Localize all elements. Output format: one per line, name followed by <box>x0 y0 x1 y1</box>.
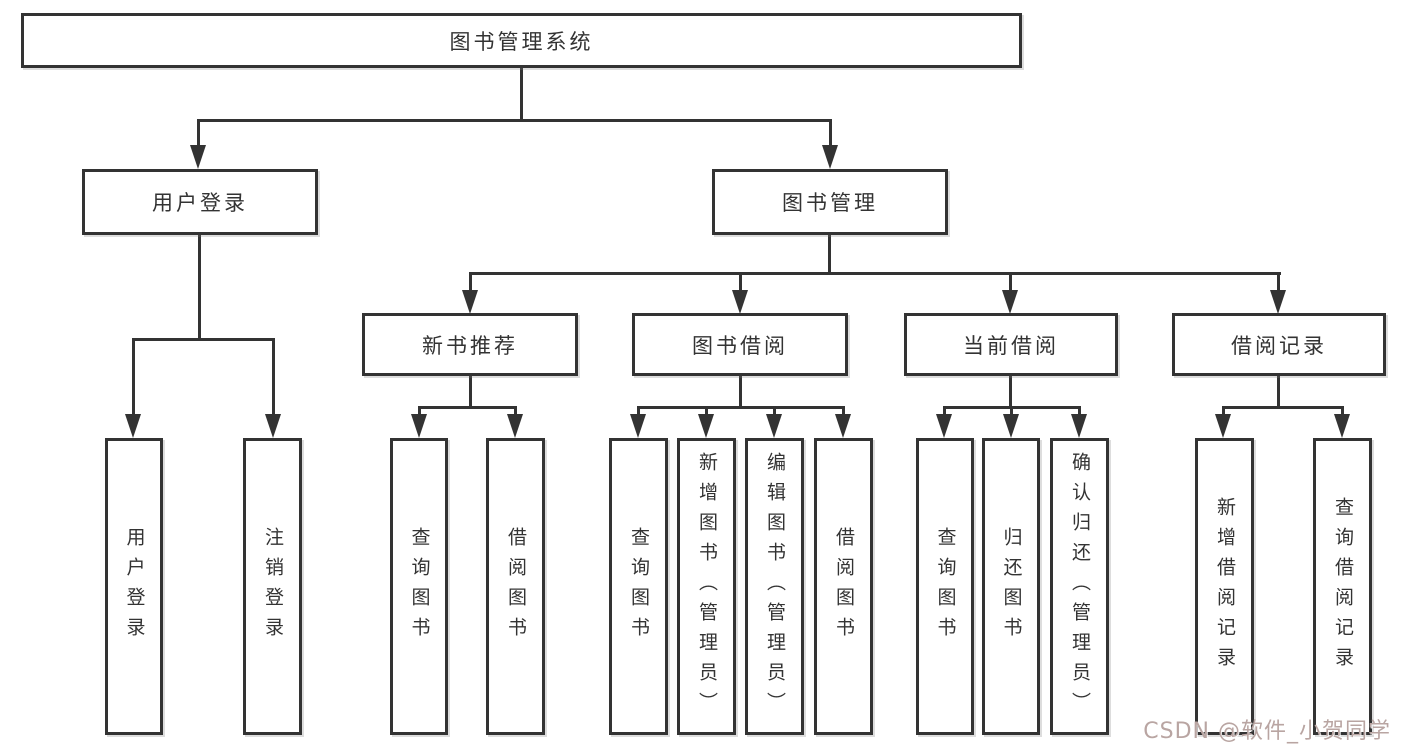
arrow-down-icon <box>411 414 427 438</box>
node-label: 确认归还（管理员） <box>1069 451 1091 722</box>
leaf-query-books-3: 查询图书 <box>916 438 974 735</box>
csdn-watermark: CSDN @软件_小贺同学 <box>1143 719 1391 744</box>
arrow-down-icon <box>766 414 782 438</box>
arrow-down-icon <box>1071 414 1087 438</box>
arrow-stem <box>1078 406 1081 418</box>
leaf-query-borrow-record: 查询借阅记录 <box>1313 438 1372 735</box>
connector-userlogin-hline <box>132 338 274 341</box>
node-label: 查询借阅记录 <box>1332 496 1354 677</box>
node-label: 借阅图书 <box>833 526 855 647</box>
arrow-down-icon <box>1334 414 1350 438</box>
connector-borrow-stem <box>739 376 742 408</box>
node-label: 借阅图书 <box>505 526 527 647</box>
connector-root-stem <box>520 68 523 120</box>
connector-newbook-hline <box>418 406 517 409</box>
node-book-borrowing: 图书借阅 <box>632 313 848 376</box>
leaf-user-login: 用户登录 <box>105 438 163 735</box>
leaf-borrow-books-2: 借阅图书 <box>814 438 873 735</box>
arrow-down-icon <box>265 414 281 438</box>
node-current-borrowing: 当前借阅 <box>904 313 1118 376</box>
node-label: 新书推荐 <box>422 333 518 358</box>
leaf-add-borrow-record: 新增借阅记录 <box>1195 438 1254 735</box>
arrow-down-icon <box>835 414 851 438</box>
leaf-query-books-1: 查询图书 <box>390 438 448 735</box>
node-label: 归还图书 <box>1000 526 1023 647</box>
arrow-stem <box>1277 272 1280 292</box>
arrow-down-icon <box>1003 414 1019 438</box>
connector-current-stem <box>1009 376 1012 408</box>
arrow-stem <box>773 406 776 418</box>
leaf-return-book: 归还图书 <box>982 438 1040 735</box>
node-label: 图书管理系统 <box>449 29 594 54</box>
arrow-stem <box>943 406 946 418</box>
connector-newbook-stem <box>469 376 472 408</box>
node-borrowing-records: 借阅记录 <box>1172 313 1386 376</box>
node-label: 图书借阅 <box>692 333 788 358</box>
arrow-stem <box>469 272 472 292</box>
connector-borrow-hline <box>637 406 845 409</box>
node-label: 查询图书 <box>628 526 650 647</box>
arrow-down-icon <box>190 145 206 169</box>
connector-records-hline <box>1222 406 1344 409</box>
arrow-down-icon <box>630 414 646 438</box>
arrow-stem <box>842 406 845 418</box>
node-user-login: 用户登录 <box>82 169 318 235</box>
connector-bookmgmt-stem <box>828 235 831 275</box>
arrow-stem <box>1222 406 1225 418</box>
connector-level1-hline <box>197 119 832 122</box>
arrow-stem <box>418 406 421 418</box>
connector-bookmgmt-hline <box>469 272 1281 275</box>
arrow-stem <box>197 119 200 147</box>
leaf-confirm-return-admin: 确认归还（管理员） <box>1050 438 1109 735</box>
arrow-stem <box>1010 406 1013 418</box>
arrow-stem <box>1341 406 1344 418</box>
node-label: 新增借阅记录 <box>1214 496 1236 677</box>
arrow-stem <box>829 119 832 147</box>
node-label: 注销登录 <box>262 526 284 647</box>
arrow-down-icon <box>462 290 478 314</box>
leaf-logout: 注销登录 <box>243 438 302 735</box>
node-library-management-system: 图书管理系统 <box>21 13 1022 68</box>
node-label: 用户登录 <box>123 526 146 647</box>
arrow-stem <box>132 338 135 416</box>
node-label: 图书管理 <box>782 191 878 215</box>
node-label: 借阅记录 <box>1231 333 1327 358</box>
arrow-stem <box>272 338 275 416</box>
node-book-management: 图书管理 <box>712 169 948 235</box>
arrow-down-icon <box>822 145 838 169</box>
node-label: 编辑图书（管理员） <box>764 451 786 722</box>
connector-userlogin-stem <box>198 235 201 341</box>
arrow-stem <box>705 406 708 418</box>
node-label: 用户登录 <box>152 191 248 215</box>
arrow-down-icon <box>1002 290 1018 314</box>
arrow-stem <box>514 406 517 418</box>
arrow-down-icon <box>698 414 714 438</box>
arrow-down-icon <box>936 414 952 438</box>
leaf-query-books-2: 查询图书 <box>609 438 668 735</box>
node-label: 查询图书 <box>408 526 431 647</box>
node-label: 新增图书（管理员） <box>696 451 718 722</box>
arrow-down-icon <box>1270 290 1286 314</box>
node-label: 查询图书 <box>934 526 957 647</box>
leaf-edit-book-admin: 编辑图书（管理员） <box>745 438 804 735</box>
leaf-borrow-books-1: 借阅图书 <box>486 438 545 735</box>
arrow-down-icon <box>507 414 523 438</box>
arrow-stem <box>1009 272 1012 292</box>
node-label: 当前借阅 <box>963 333 1059 358</box>
arrow-down-icon <box>1215 414 1231 438</box>
arrow-down-icon <box>125 414 141 438</box>
arrow-stem <box>637 406 640 418</box>
node-new-book-recommendation: 新书推荐 <box>362 313 578 376</box>
arrow-stem <box>739 272 742 292</box>
leaf-add-book-admin: 新增图书（管理员） <box>677 438 736 735</box>
connector-records-stem <box>1277 376 1280 408</box>
arrow-down-icon <box>732 290 748 314</box>
